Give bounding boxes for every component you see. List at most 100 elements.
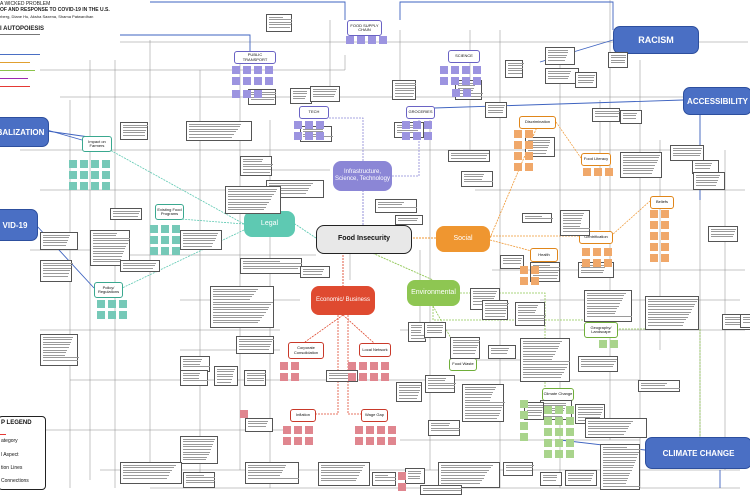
covid-node[interactable]: VID-19 <box>0 209 38 241</box>
impact-farmers-sticky-note <box>102 171 110 179</box>
beliefs-sticky-note <box>650 243 658 251</box>
impact-farmers-sticky-note <box>102 160 110 168</box>
climate-change-b-sticky-note <box>555 428 563 436</box>
local-network-sticky-note <box>381 362 389 370</box>
discrimination-extra-sticky-note <box>514 152 522 160</box>
climate-change-b-sticky-note <box>544 406 552 414</box>
science-sticky-note <box>440 66 448 74</box>
discrimination-extra-sticky-note <box>514 163 522 171</box>
wage-gap-sticky-note <box>366 426 374 434</box>
local-network-node[interactable]: Local Network <box>359 343 391 357</box>
gentrification-sticky-note <box>582 248 590 256</box>
science-sticky-note <box>462 66 470 74</box>
text-note <box>248 89 277 105</box>
racism-node[interactable]: RACISM <box>613 26 699 54</box>
local-network-sticky-note <box>348 362 356 370</box>
wage-gap-sticky-note <box>377 426 385 434</box>
corporate-consolidation-node[interactable]: Corporate Consolidation <box>288 342 324 359</box>
impact-farmers-sticky-note <box>91 171 99 179</box>
corporate-sticky-note <box>291 373 299 381</box>
text-note <box>318 462 370 486</box>
discrimination-sticky-note <box>525 141 533 149</box>
science-sticky-note <box>473 66 481 74</box>
text-note <box>620 110 642 124</box>
text-note <box>225 186 281 214</box>
public-transport-sticky-note <box>254 66 262 74</box>
text-note <box>500 255 524 269</box>
legend-item-connections: Connections <box>1 478 29 484</box>
wage-gap-node[interactable]: Wage Gap <box>361 409 388 422</box>
tech-sticky-note <box>316 132 324 140</box>
food-insecurity-node[interactable]: Food Insecurity <box>316 225 412 254</box>
food-supply-chain-sticky-note <box>368 36 376 44</box>
header-line-2: OF AND RESPONSE TO COVID-19 IN THE U.S. <box>0 7 110 13</box>
infrastructure-science-technology-node[interactable]: Infrastructure, Science, Technology <box>333 161 392 191</box>
food-supply-chain-node[interactable]: FOOD SUPPLY CHAIN <box>347 20 382 36</box>
economic-business-node[interactable]: Economic/ Business <box>311 286 375 315</box>
food-waste-node[interactable]: Food Waste <box>449 358 477 371</box>
beliefs-sticky-note <box>661 243 669 251</box>
beliefs-node[interactable]: Beliefs <box>650 196 674 209</box>
impact-farmers-sticky-note <box>69 171 77 179</box>
impact-farmers-sticky-note <box>69 160 77 168</box>
existing-programs-sticky-note <box>150 247 158 255</box>
groceries-sticky-note <box>424 121 432 129</box>
existing-food-programs-node[interactable]: Existing Food Programs <box>155 204 184 220</box>
text-note <box>40 260 73 282</box>
accessibility-node[interactable]: ACCESSIBILITY <box>683 87 750 115</box>
health-node[interactable]: Health <box>530 248 558 262</box>
public-transport-sticky-note <box>265 77 273 85</box>
climate-main-link <box>616 328 701 437</box>
text-note <box>693 172 725 190</box>
climate-change-b-sticky-note <box>555 406 563 414</box>
impact-on-farmers-node[interactable]: Impact on Farmers <box>82 136 112 152</box>
inflation-node[interactable]: Inflation <box>290 409 316 422</box>
text-note <box>522 213 553 223</box>
discrimination-node[interactable]: Discrimination <box>519 116 556 129</box>
geography-landscape-node[interactable]: Geography/ Landscape <box>584 322 618 338</box>
climate-change-sticky-note <box>520 422 528 430</box>
inflation-sticky-note <box>294 437 302 445</box>
globalization-node[interactable]: BALIZATION <box>0 117 49 147</box>
food-literacy-node[interactable]: Food Literacy <box>581 153 611 166</box>
geography-sticky-note <box>599 340 607 348</box>
text-note <box>584 290 632 322</box>
climate-change-node[interactable]: CLIMATE CHANGE <box>645 437 750 469</box>
text-note <box>592 108 620 122</box>
impact-farmers-sticky-note <box>69 182 77 190</box>
health-sticky-note <box>531 266 539 274</box>
tech-node[interactable]: TECH <box>299 106 329 119</box>
groceries-node[interactable]: GROCERIES <box>406 106 435 119</box>
science-sticky-note <box>451 77 459 85</box>
wage-gap-sticky-note <box>355 426 363 434</box>
text-note <box>638 380 681 392</box>
policy-sticky-note <box>97 311 105 319</box>
beliefs-sticky-note <box>650 232 658 240</box>
climate-change-b-sticky-note <box>566 450 574 458</box>
science-node[interactable]: SCIENCE <box>448 50 480 63</box>
existing-programs-sticky-note <box>172 236 180 244</box>
health-sticky-note <box>520 277 528 285</box>
text-note <box>40 334 79 366</box>
blue-connector-3 <box>433 99 684 109</box>
header-blue-text <box>0 54 40 55</box>
text-note <box>608 52 628 68</box>
public-transport-node[interactable]: PUBLIC TRANSPORT <box>234 51 276 64</box>
header-yellow-text <box>0 62 30 63</box>
text-note <box>180 436 218 464</box>
text-note <box>425 375 456 393</box>
text-note <box>420 485 463 495</box>
text-note <box>290 88 312 104</box>
discrimination-extra-sticky-note <box>525 163 533 171</box>
health-sticky-note <box>531 277 539 285</box>
legal-node[interactable]: Legal <box>244 211 295 237</box>
discrimination-sticky-note <box>514 130 522 138</box>
environmental-node[interactable]: Environmental <box>407 280 460 306</box>
text-note <box>515 302 546 326</box>
policy-sticky-note <box>97 300 105 308</box>
social-node[interactable]: Social <box>436 226 490 252</box>
science-extra-sticky-note <box>452 89 460 97</box>
tech-sticky-note <box>294 121 302 129</box>
policy-regulations-node[interactable]: Policy/ Regulations <box>94 282 123 298</box>
blue-connector-0 <box>150 1 346 20</box>
